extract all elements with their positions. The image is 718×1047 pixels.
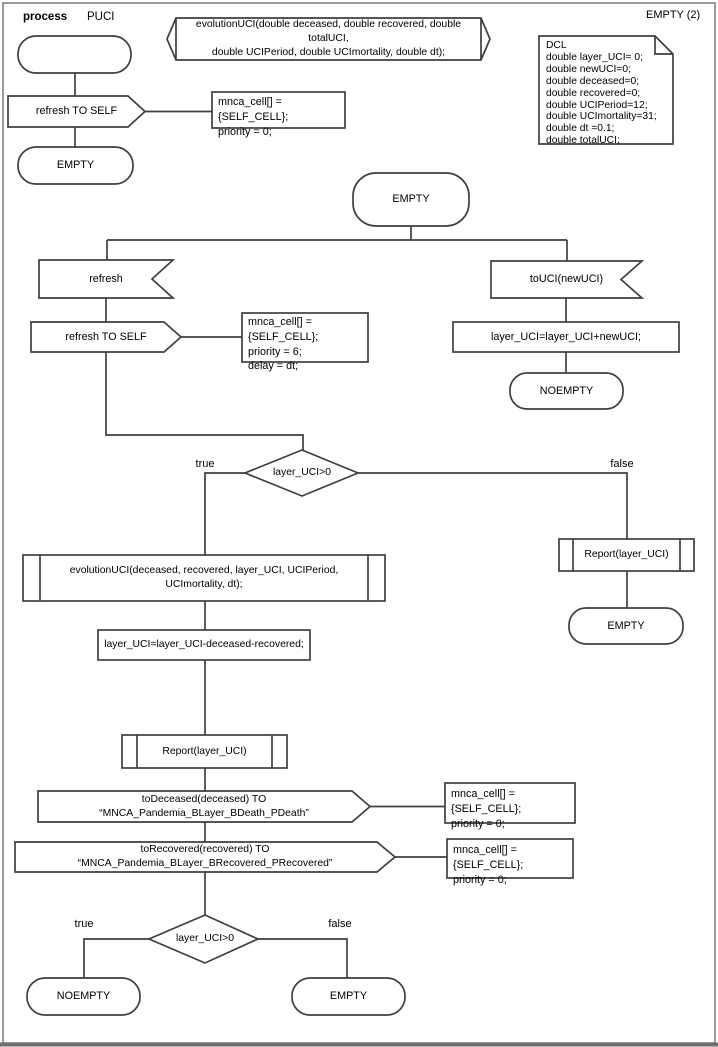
input-touci-label: toUCI(newUCI): [529, 273, 604, 285]
comment-todeceased-text: mnca_cell[] = {SELF_CELL}; priority = 0;: [451, 788, 522, 830]
output-todeceased-label: toDeceased(deceased) TO “MNCA_Pandemia_B…: [99, 793, 309, 819]
branch-connectors: [106, 226, 568, 261]
output-torecovered-label: toRecovered(recovered) TO “MNCA_Pandemia…: [77, 844, 333, 869]
process-name-label: PUCI: [87, 11, 115, 23]
state-empty-label: EMPTY: [56, 159, 95, 171]
comment-box: [446, 838, 574, 879]
comment-refresh-self-text: mnca_cell[] = {SELF_CELL}; priority = 6;…: [248, 316, 319, 373]
state-empty-false-label: EMPTY: [607, 619, 645, 632]
comment-box: [444, 782, 576, 824]
proc-evolution-label: evolutionUCI(deceased, recovered, layer_…: [69, 565, 339, 590]
decision2-true-connector: [83, 938, 149, 978]
input-touci-shape: [490, 260, 645, 299]
proc-report-true-label: Report(layer_UCI): [162, 745, 247, 757]
decision1-true-connector: [204, 472, 245, 555]
page-name-label: EMPTY (2): [646, 9, 701, 21]
state-empty-bottom-label: EMPTY: [329, 990, 368, 1002]
state-noempty-bottom-shape: [26, 977, 141, 1016]
state-empty-false-shape: [568, 607, 684, 645]
output-torecovered-shape: [14, 841, 397, 873]
state-empty-main-label: EMPTY: [392, 193, 430, 205]
input-refresh-label: refresh: [89, 272, 123, 285]
input-refresh-shape: [38, 259, 176, 299]
output-refresh-to-self-shape: [7, 95, 147, 128]
output-todeceased-shape: [37, 790, 372, 823]
output-refresh-to-self2-label: refresh TO SELF: [65, 330, 147, 343]
decision2-true-label: true: [74, 917, 94, 930]
decision1-false-connector: [358, 472, 628, 539]
start-state-shape: [17, 35, 132, 74]
comment-torecovered-text: mnca_cell[] = {SELF_CELL}; priority = 0;: [453, 844, 524, 886]
decision2-condition-label: layer_UCI>0: [175, 933, 235, 944]
task-add-uci-label: layer_UCI=layer_UCI+newUCI;: [490, 330, 641, 343]
state-noempty-bottom-label: NOEMPTY: [56, 990, 111, 1002]
decision2-false-label: false: [328, 917, 352, 930]
output-refresh-to-self2-shape: [30, 321, 183, 353]
proc-evolution-shape: [22, 554, 386, 602]
proc-report-false-label: Report(layer_UCI): [584, 549, 669, 560]
comment-box: [211, 91, 346, 129]
state-noempty-shape: [509, 372, 624, 410]
task-subtract-shape: [97, 629, 311, 661]
decision2-shape: [146, 914, 261, 964]
procedure-declaration-shape: [166, 17, 491, 61]
dcl-text-symbol: [538, 35, 674, 145]
comment-box: [241, 312, 369, 363]
state-empty-shape: [17, 146, 134, 185]
decision1-true-label: true: [195, 457, 215, 470]
connector: [105, 352, 304, 450]
dcl-text: DCL double layer_UCI= 0; double newUCI=0…: [546, 40, 657, 147]
decision1-condition-label: layer_UCI>0: [272, 467, 332, 478]
output-refresh-to-self-label: refresh TO SELF: [35, 105, 118, 117]
decision1-shape: [242, 449, 361, 497]
state-empty-bottom-shape: [291, 977, 406, 1016]
task-subtract-label: layer_UCI=layer_UCI-deceased-recovered;: [104, 639, 304, 650]
state-noempty-label: NOEMPTY: [539, 384, 594, 397]
process-kind-label: process: [23, 11, 68, 23]
decision1-false-label: false: [610, 457, 634, 470]
decision2-false-connector: [258, 938, 348, 978]
comment-refresh-text: mnca_cell[] = {SELF_CELL}; priority = 0;: [218, 96, 289, 138]
procedure-declaration-text: evolutionUCI(double deceased, double rec…: [195, 19, 462, 58]
